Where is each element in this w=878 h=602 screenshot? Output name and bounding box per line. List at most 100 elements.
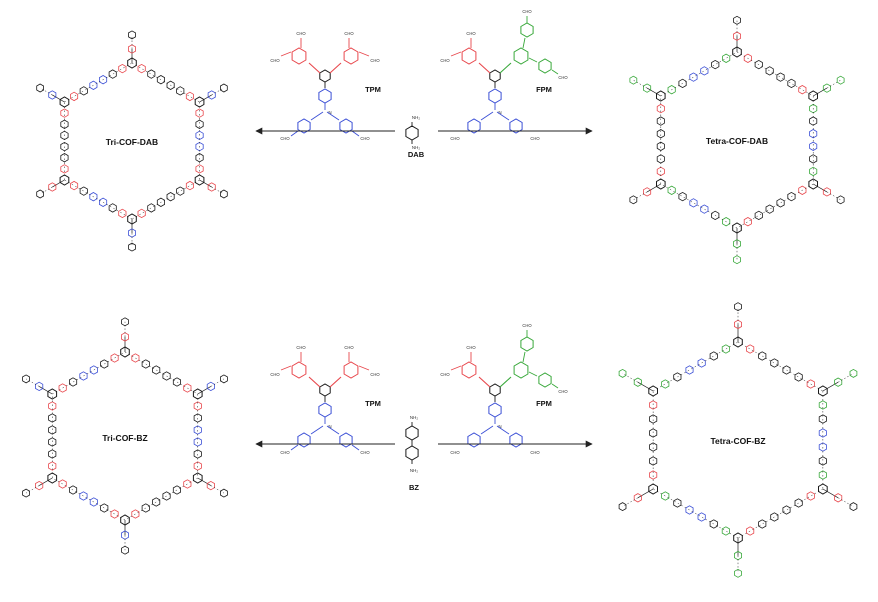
edge-ring	[118, 63, 127, 74]
edge-ring	[806, 491, 815, 501]
spoke-ring	[849, 502, 858, 512]
spoke-bond	[822, 488, 839, 499]
spoke-ring	[836, 75, 845, 85]
cho-label: CHO	[440, 372, 450, 377]
edge-bond	[653, 488, 739, 539]
edge-ring	[746, 344, 755, 354]
label-tpm-top: TPM	[365, 85, 381, 94]
cho-label: CHO	[270, 58, 280, 63]
tetra-cof-dab-network	[629, 15, 845, 265]
nh2-label: NH₂	[410, 468, 418, 473]
cho-label: CHO	[522, 9, 532, 14]
edge-ring	[754, 210, 763, 221]
spoke-bond	[52, 179, 65, 188]
edge-ring	[99, 197, 108, 207]
spoke-ring	[22, 488, 30, 498]
bond	[326, 111, 340, 121]
edge-ring	[48, 425, 57, 435]
edge-bond	[131, 179, 200, 220]
edge-ring	[818, 456, 827, 466]
edge-ring	[746, 526, 755, 536]
edge-ring	[131, 509, 140, 519]
phenyl-ring	[297, 432, 311, 448]
edge-ring	[770, 512, 779, 522]
spoke-bond	[822, 381, 839, 392]
spoke-bond	[838, 497, 854, 507]
edge-ring	[162, 491, 171, 501]
spoke-ring	[849, 368, 858, 378]
alkyne-bond	[499, 62, 512, 74]
phenyl-ring	[488, 88, 502, 104]
edge-ring	[141, 359, 150, 369]
benzene-ring	[405, 445, 419, 461]
bond	[522, 351, 526, 363]
edge-ring	[689, 72, 698, 82]
spoke-ring	[36, 189, 44, 199]
edge-ring	[649, 400, 658, 410]
benzene-core	[489, 69, 501, 83]
spoke-ring	[633, 493, 642, 503]
label-tpm-bottom: TPM	[365, 399, 381, 408]
edge-ring	[70, 91, 79, 102]
spoke-bond	[826, 79, 841, 89]
phenyl-ring	[467, 118, 481, 134]
edge-ring	[667, 185, 676, 195]
spoke-ring	[121, 317, 129, 327]
spoke-ring	[22, 374, 30, 384]
edge-ring	[649, 470, 658, 480]
bond	[496, 425, 510, 435]
edge-ring	[685, 365, 694, 375]
aryl-ring	[513, 47, 529, 65]
cho-label: CHO	[296, 31, 306, 36]
node-ring	[194, 174, 205, 186]
edge-bond	[124, 477, 198, 521]
nitrogen-label: N	[498, 424, 501, 429]
edge-ring	[172, 485, 182, 495]
cho-label: CHO	[270, 372, 280, 377]
spoke-ring	[733, 31, 741, 41]
cho-label: CHO	[370, 372, 380, 377]
edge-bond	[124, 351, 198, 395]
label-fpm-top: FPM	[536, 85, 552, 94]
spoke-ring	[629, 195, 638, 205]
edge-ring	[70, 180, 79, 191]
node-ring	[59, 174, 70, 186]
edge-ring	[721, 526, 730, 536]
edge-ring	[48, 461, 57, 471]
edge-ring	[141, 503, 150, 513]
phenyl-ring	[339, 432, 353, 448]
edge-ring	[110, 353, 119, 363]
spoke-ring	[36, 83, 44, 93]
spoke-bond	[646, 87, 661, 97]
edge-ring	[195, 164, 204, 174]
phenyl-ring	[318, 88, 332, 104]
edge-ring	[79, 86, 88, 96]
spoke-ring	[219, 83, 228, 93]
edge-ring	[176, 86, 185, 96]
spoke-bond	[38, 386, 53, 395]
cho-label: CHO	[558, 389, 568, 394]
bond	[310, 111, 324, 121]
spoke-ring	[219, 189, 228, 199]
aryl-ring	[538, 58, 552, 74]
spoke-ring	[48, 182, 57, 192]
cho-label: CHO	[530, 136, 540, 141]
edge-ring	[60, 164, 69, 174]
spoke-bond	[199, 179, 212, 188]
spoke-bond	[211, 186, 224, 195]
node-ring	[47, 472, 58, 484]
edge-bond	[52, 351, 126, 395]
edge-ring	[48, 437, 57, 447]
spoke-bond	[38, 477, 53, 486]
cho-label: CHO	[344, 31, 354, 36]
spoke-bond	[637, 381, 654, 392]
spoke-bond	[40, 87, 53, 96]
cho-label: CHO	[466, 31, 476, 36]
edge-ring	[700, 66, 709, 76]
spoke-bond	[826, 191, 841, 201]
edge-ring	[58, 479, 67, 489]
spoke-bond	[813, 183, 828, 193]
